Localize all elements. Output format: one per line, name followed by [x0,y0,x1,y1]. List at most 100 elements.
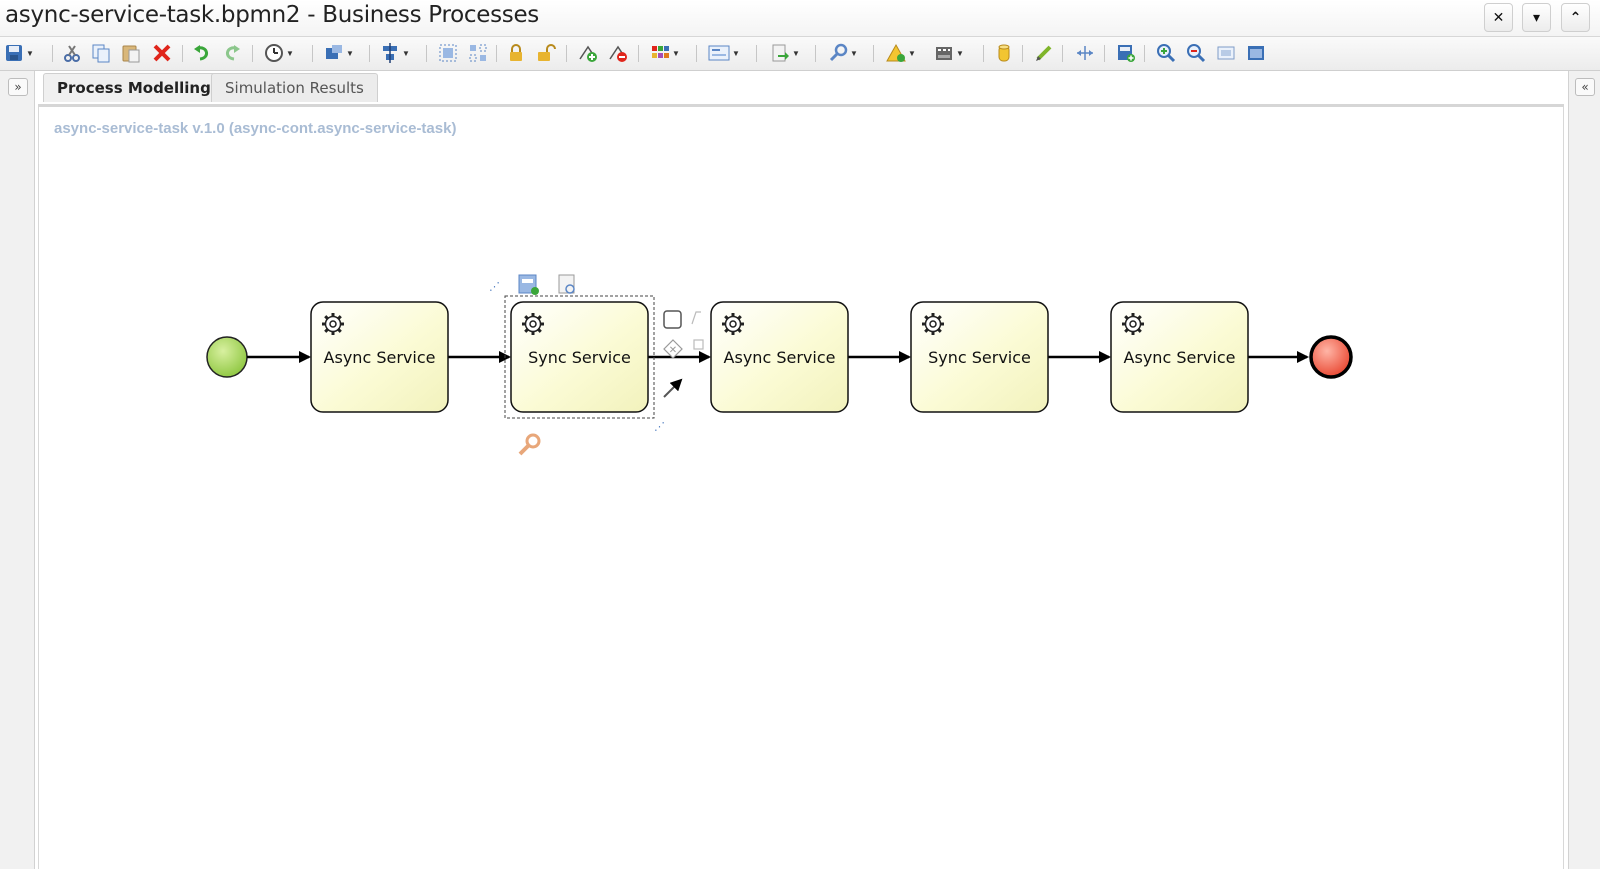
add-page-button[interactable] [1116,43,1136,63]
zoom-out-icon [1187,44,1206,63]
add-docker-button[interactable] [578,43,598,63]
form-button[interactable]: ▼ [708,43,740,63]
tools-button[interactable]: ▼ [828,43,858,63]
copy-icon [92,44,110,63]
toolbar-separator [815,45,816,62]
fullscreen-icon [1248,46,1264,60]
zoom-out-button[interactable] [1186,43,1206,63]
zoom-in-icon [1157,44,1176,63]
save-icon [6,45,22,61]
save-button[interactable]: ▼ [4,43,34,63]
left-panel: » [0,71,35,869]
undo-icon [194,45,208,61]
fullscreen-button[interactable] [1246,43,1266,63]
dropdown-arrow-icon: ▼ [346,48,354,58]
editor-toolbar: ▼ ▼ ▼ ▼ [0,37,1600,71]
add-page-icon [1118,45,1135,62]
paste-button[interactable] [121,43,141,63]
zoom-fit-icon [1217,46,1235,60]
edit-button[interactable] [1034,43,1054,63]
resize-handle-icon[interactable]: ⋰ [654,421,665,433]
toolbar-separator [426,45,427,62]
service-task[interactable] [1110,301,1249,413]
toolbar-separator [496,45,497,62]
toolbar-separator [182,45,183,62]
tab-simulation-results[interactable]: Simulation Results [211,73,378,102]
svg-text:✕: ✕ [669,345,677,356]
dropdown-arrow-icon: ▼ [732,48,740,58]
color-picker-button[interactable]: ▼ [650,43,680,63]
copy-button[interactable] [91,43,111,63]
service-task[interactable] [910,301,1049,413]
dropdown-arrow-icon: ▼ [26,48,34,58]
expand-left-panel-button[interactable]: » [8,78,28,96]
append-gateway-icon[interactable]: ✕ [663,339,683,359]
unlock-button[interactable] [536,43,556,63]
lock-button[interactable] [506,43,526,63]
service-task-label: Sync Service [928,348,1031,367]
align-icon [383,43,397,63]
start-event[interactable] [206,336,248,378]
toolbar-separator [1104,45,1105,62]
append-task-icon[interactable] [663,310,682,329]
ungroup-icon [469,44,487,62]
remove-docker-button[interactable] [608,43,628,63]
service-task[interactable] [310,301,449,413]
export-icon [772,44,789,62]
dropdown-arrow-icon: ▼ [792,48,800,58]
layout-button[interactable]: ▼ [324,43,354,63]
delete-button[interactable] [152,43,172,63]
wrench-icon[interactable] [518,433,541,456]
expand-right-panel-button[interactable]: « [1575,78,1595,96]
color-grid-icon [652,46,669,58]
toolbar-separator [1022,45,1023,62]
history-button[interactable]: ▼ [264,43,294,63]
zoom-fit-button[interactable] [1216,43,1236,63]
service-task-gear-icon [922,313,944,335]
cut-button[interactable] [62,43,82,63]
connect-arrow-icon[interactable] [663,378,683,398]
move-icon [1077,46,1093,60]
simulation-button[interactable]: ▼ [934,43,964,63]
service-task[interactable] [710,301,849,413]
dropdown-arrow-icon: ▼ [402,48,410,58]
service-task[interactable] [510,301,649,413]
film-icon [936,47,952,60]
double-chevron-left-icon: « [1581,80,1589,94]
move-button[interactable] [1075,43,1095,63]
window-titlebar: async-service-task.bpmn2 - Business Proc… [0,0,1600,37]
tab-process-modelling[interactable]: Process Modelling [43,73,225,102]
clock-icon [265,44,283,62]
ungroup-button[interactable] [468,43,488,63]
pencil-icon [1036,45,1052,61]
align-button[interactable]: ▼ [380,43,410,63]
dropdown-button[interactable]: ▾ [1522,3,1551,32]
append-annotation-icon[interactable] [691,311,701,325]
process-canvas[interactable]: async-service-task v.1.0 (async-cont.asy… [38,107,1564,869]
collapse-button[interactable]: ⌃ [1561,3,1590,32]
validation-button[interactable]: ▼ [886,43,916,63]
delete-icon [153,44,171,62]
service-task-gear-icon [1122,313,1144,335]
toolbar-separator [873,45,874,62]
toolbar-separator [566,45,567,62]
toolbar-separator [696,45,697,62]
close-button[interactable]: ✕ [1484,3,1513,32]
group-button[interactable] [438,43,458,63]
zoom-in-button[interactable] [1156,43,1176,63]
export-button[interactable]: ▼ [770,43,800,63]
append-data-icon[interactable] [693,339,704,350]
resize-handle-icon[interactable]: ⋰ [489,281,500,293]
add-form-icon[interactable] [518,274,539,295]
redo-icon [226,45,240,61]
end-event[interactable] [1309,335,1353,379]
document-search-icon[interactable] [558,274,575,294]
undo-button[interactable] [192,43,212,63]
cut-icon [64,45,80,62]
toolbar-separator [638,45,639,62]
service-task-label: Async Service [1124,348,1236,367]
redo-button[interactable] [222,43,242,63]
data-object-button[interactable] [994,43,1014,63]
service-task-gear-icon [522,313,544,335]
